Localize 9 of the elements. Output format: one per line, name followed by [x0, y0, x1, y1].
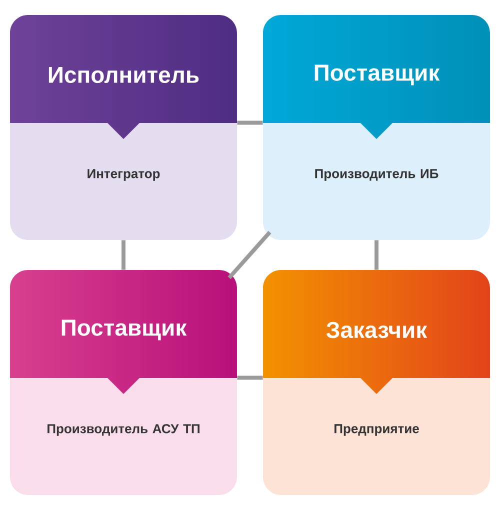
card: Заказчик Предприятие [263, 270, 490, 495]
connector-line [237, 376, 263, 380]
connector-line [237, 120, 263, 125]
card: Исполнитель Интегратор [10, 15, 237, 240]
card: Поставщик Производитель ИБ [263, 15, 490, 240]
connector-line [228, 230, 272, 280]
connector-line [122, 240, 126, 270]
connector-line [374, 240, 378, 270]
card: Поставщик Производитель АСУ ТП [10, 270, 237, 495]
